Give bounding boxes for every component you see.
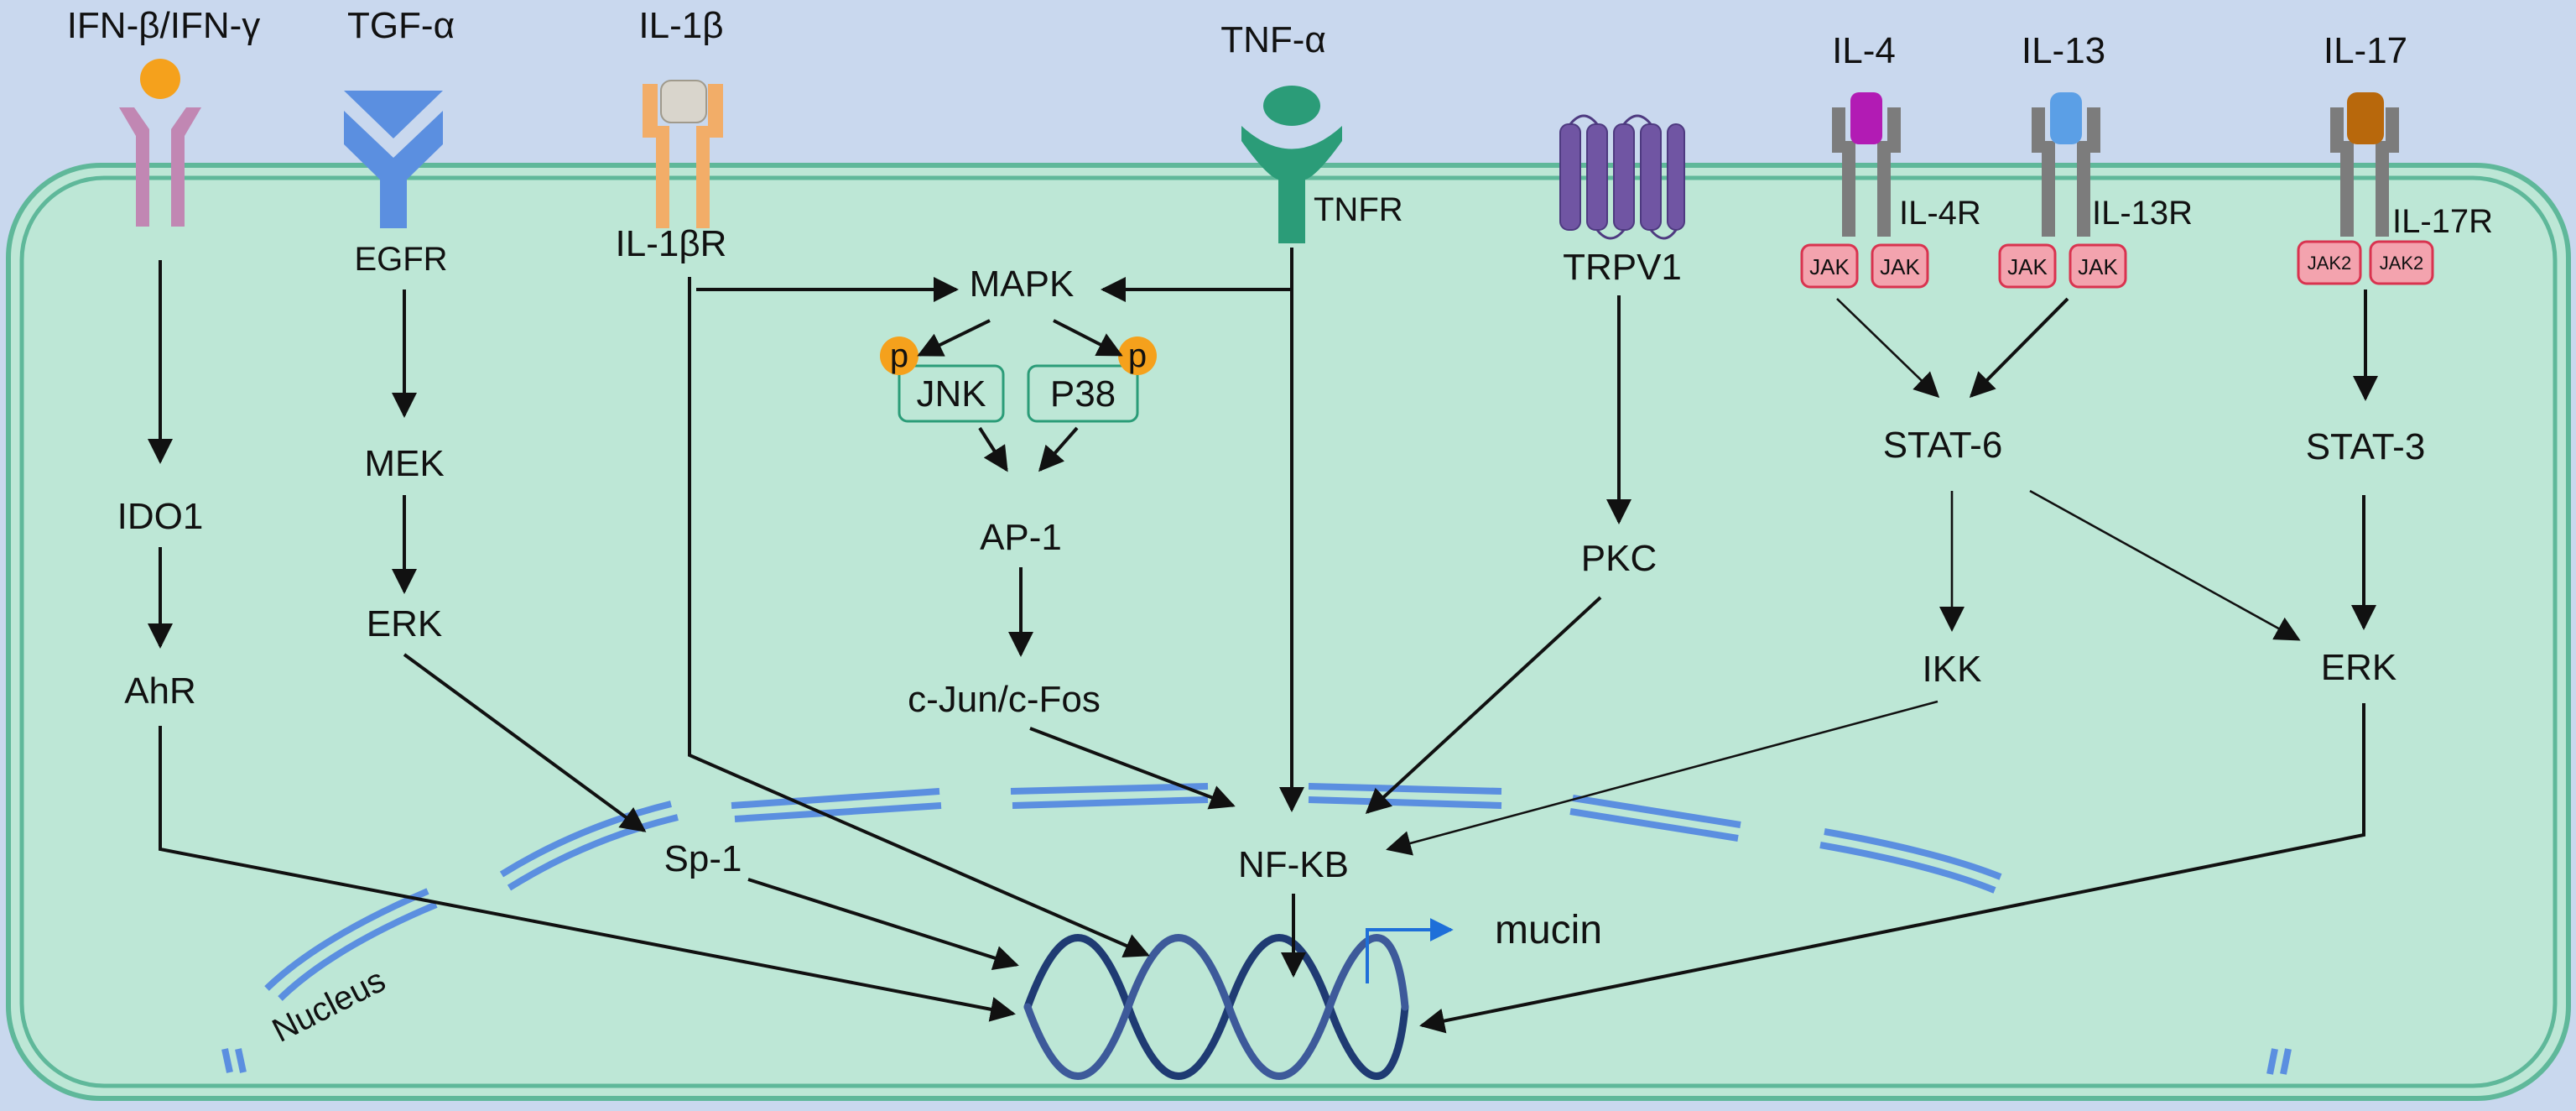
- mapk-node: MAPK: [970, 263, 1075, 305]
- il1br-label: IL-1βR: [616, 223, 727, 264]
- stat3-node: STAT-3: [2306, 426, 2426, 467]
- jak-label: JAK: [1880, 254, 1920, 279]
- jak2-label: JAK2: [2308, 253, 2352, 274]
- il1b-ligand: [660, 80, 707, 123]
- ifn-ligand: [140, 59, 180, 99]
- tnfr-receptor: [1241, 86, 1342, 243]
- tnf-label: TNF-α: [1220, 19, 1326, 60]
- il13-ligand: [2050, 92, 2082, 144]
- mucin-arrow: [1366, 918, 1454, 983]
- il13-label: IL-13: [2022, 30, 2105, 71]
- il4r-label: IL-4R: [1899, 195, 1981, 232]
- il13r-label: IL-13R: [2092, 195, 2193, 232]
- trpv1-channel: [1559, 114, 1685, 240]
- phospho-jnk: p: [880, 336, 919, 375]
- ahr-node: AhR: [124, 670, 196, 712]
- il13-receptor: [2032, 92, 2100, 237]
- erk-right-node: ERK: [2321, 647, 2396, 688]
- egfr-receptor: [344, 91, 443, 228]
- nfkb-node: NF-KB: [1238, 844, 1349, 885]
- jak-label: JAK: [1809, 254, 1850, 279]
- il17r-label: IL-17R: [2392, 203, 2493, 240]
- il17-label: IL-17: [2324, 30, 2407, 71]
- jak-label: JAK: [2007, 254, 2048, 279]
- ap1-node: AP-1: [980, 517, 1062, 558]
- phospho-p38: p: [1118, 336, 1157, 375]
- egfr-label: EGFR: [354, 241, 447, 278]
- tgf-label: TGF-α: [347, 5, 455, 46]
- mek-node: MEK: [364, 443, 444, 484]
- trpv1-label: TRPV1: [1563, 247, 1682, 288]
- il4-label: IL-4: [1832, 30, 1896, 71]
- pathway-arrows: [148, 248, 2378, 1034]
- il1b-receptor: [643, 80, 723, 228]
- il4-ligand: [1850, 92, 1882, 144]
- tnfr-label: TNFR: [1314, 191, 1403, 228]
- svg-text:p: p: [890, 337, 908, 374]
- mucin-label: mucin: [1495, 908, 1602, 952]
- jnk-node: JNK: [916, 373, 986, 415]
- nucleus-envelope: [221, 783, 2292, 1075]
- svg-text:p: p: [1128, 337, 1147, 374]
- dna-helix: [1023, 934, 1409, 1080]
- jak-label: JAK: [2078, 254, 2118, 279]
- erk-left-node: ERK: [367, 603, 442, 644]
- stat6-node: STAT-6: [1883, 425, 2003, 466]
- ikk-node: IKK: [1923, 649, 1982, 690]
- jnk-box: JNK: [898, 364, 1005, 423]
- ifn-receptor: [119, 59, 201, 227]
- pkc-node: PKC: [1581, 538, 1657, 579]
- p38-box: P38: [1027, 364, 1139, 423]
- jak2-label: JAK2: [2380, 253, 2424, 274]
- il17-ligand: [2347, 92, 2384, 144]
- p38-node: P38: [1050, 373, 1116, 415]
- jak-boxes: [1800, 240, 2434, 289]
- cjun-cfos-node: c-Jun/c-Fos: [908, 679, 1101, 720]
- ido1-node: IDO1: [117, 496, 204, 537]
- il4-receptor: [1832, 92, 1901, 237]
- il1b-label: IL-1β: [638, 5, 723, 46]
- sp1-node: Sp-1: [664, 838, 742, 879]
- il17-receptor: [2330, 92, 2399, 237]
- ifn-label: IFN-β/IFN-γ: [67, 5, 261, 46]
